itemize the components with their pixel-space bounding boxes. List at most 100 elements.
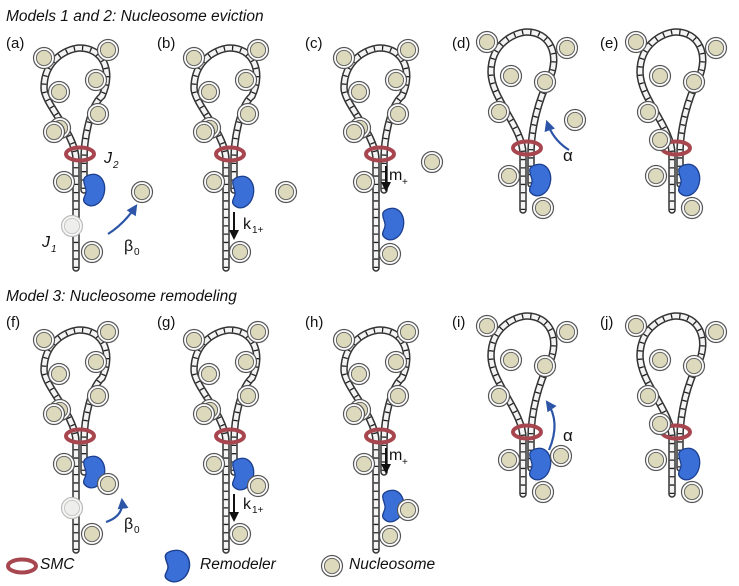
nucleosome bbox=[80, 240, 104, 264]
remodeler bbox=[164, 549, 191, 583]
panel-i bbox=[475, 312, 579, 504]
nucleosome bbox=[332, 46, 356, 70]
smc-ring bbox=[64, 427, 96, 445]
nucleosome bbox=[644, 448, 668, 472]
nucleosome bbox=[680, 480, 704, 504]
nucleosome bbox=[378, 242, 402, 266]
nucleosome bbox=[246, 320, 270, 344]
nucleosome bbox=[96, 472, 120, 496]
annotation-alpha-i: α bbox=[563, 426, 573, 445]
mplus-label-h: m bbox=[389, 447, 402, 464]
panel-e bbox=[624, 28, 728, 220]
nucleosome bbox=[648, 412, 672, 436]
nucleosome bbox=[332, 328, 356, 352]
annotation-alpha-d: α bbox=[563, 146, 573, 165]
k1plus-label-g: k bbox=[243, 496, 252, 513]
nucleosome bbox=[342, 402, 366, 426]
nucleosome bbox=[96, 320, 120, 344]
nucleosome bbox=[47, 362, 71, 386]
nucleosome bbox=[680, 196, 704, 220]
nucleosome bbox=[497, 448, 521, 472]
panel-b bbox=[182, 38, 298, 272]
nucleosome bbox=[42, 402, 66, 426]
nucleosome bbox=[274, 180, 298, 204]
nucleosome bbox=[32, 328, 56, 352]
panel-d bbox=[475, 28, 587, 220]
nucleosome bbox=[420, 150, 444, 174]
beta0-arrow bbox=[105, 497, 129, 524]
remodeler bbox=[381, 207, 405, 241]
remodeler bbox=[82, 173, 106, 207]
nucleosome bbox=[384, 68, 408, 92]
smc-ring bbox=[364, 427, 396, 445]
nucleosome bbox=[182, 46, 206, 70]
nucleosome bbox=[648, 64, 672, 88]
remodeler bbox=[677, 447, 701, 481]
nucleosome bbox=[475, 314, 499, 338]
panel-label-i: (i) bbox=[452, 314, 466, 331]
beta0-subscript: 0 bbox=[134, 247, 140, 258]
beta0-arrow bbox=[107, 204, 138, 235]
beta0-label: β bbox=[124, 238, 133, 255]
nucleosome bbox=[47, 80, 71, 104]
annotation-beta0-a: β 0 bbox=[124, 238, 140, 258]
remodeler bbox=[231, 175, 255, 209]
nucleosome bbox=[531, 196, 555, 220]
nucleosome bbox=[192, 402, 216, 426]
j1-label: J bbox=[41, 234, 51, 251]
nucleosome bbox=[42, 120, 66, 144]
alpha-label-i: α bbox=[563, 426, 573, 445]
nucleosome bbox=[342, 120, 366, 144]
nucleosome bbox=[320, 554, 344, 578]
annotation-mplus-h: m + bbox=[389, 447, 408, 468]
nucleosome bbox=[499, 348, 523, 372]
remodeler bbox=[528, 447, 552, 481]
nucleosome bbox=[648, 348, 672, 372]
remodeler bbox=[677, 163, 701, 197]
legend-nucleosome-label: Nucleosome bbox=[349, 556, 436, 573]
nucleosome bbox=[228, 240, 252, 264]
nucleosome bbox=[197, 80, 221, 104]
nucleosome bbox=[549, 444, 573, 468]
evicted-nucleosome-ghost bbox=[60, 496, 84, 520]
panel-f bbox=[32, 320, 129, 554]
alpha-arrow bbox=[545, 400, 557, 451]
k1plus-label: k bbox=[243, 216, 252, 233]
nucleosome bbox=[130, 180, 154, 204]
nucleosome bbox=[347, 80, 371, 104]
nucleosome bbox=[32, 46, 56, 70]
nucleosome bbox=[396, 320, 420, 344]
nucleosome bbox=[704, 36, 728, 60]
annotation-k1plus-g: k 1+ bbox=[243, 496, 264, 516]
nucleosome bbox=[531, 480, 555, 504]
nucleosome bbox=[636, 100, 660, 124]
beta0-subscript-f: 0 bbox=[134, 525, 140, 536]
nucleosome bbox=[352, 170, 376, 194]
nucleosome bbox=[644, 164, 668, 188]
nucleosome bbox=[84, 350, 108, 374]
nucleosome bbox=[80, 522, 104, 546]
nucleosome bbox=[563, 108, 587, 132]
nucleosome bbox=[475, 30, 499, 54]
panel-h bbox=[332, 320, 420, 554]
panel-label-b: (b) bbox=[157, 35, 176, 52]
nucleosome bbox=[347, 362, 371, 386]
remodeler bbox=[528, 163, 552, 197]
j2-subscript: 2 bbox=[112, 160, 119, 171]
nucleosome bbox=[499, 64, 523, 88]
nucleosome bbox=[487, 384, 511, 408]
panel-label-a: (a) bbox=[6, 35, 25, 52]
legend-layer bbox=[6, 549, 344, 583]
annotation-j2: J 2 bbox=[103, 150, 119, 171]
nucleosome bbox=[86, 102, 110, 126]
panel-label-j: (j) bbox=[600, 314, 614, 331]
nucleosome bbox=[378, 524, 402, 548]
nucleosome bbox=[228, 522, 252, 546]
nucleosome bbox=[682, 70, 706, 94]
mplus-label: m bbox=[389, 167, 402, 184]
nucleosome bbox=[52, 452, 76, 476]
annotation-k1plus-b: k 1+ bbox=[243, 216, 264, 236]
nucleosome bbox=[682, 354, 706, 378]
nucleosome bbox=[533, 70, 557, 94]
mplus-subscript-h: + bbox=[402, 457, 408, 468]
